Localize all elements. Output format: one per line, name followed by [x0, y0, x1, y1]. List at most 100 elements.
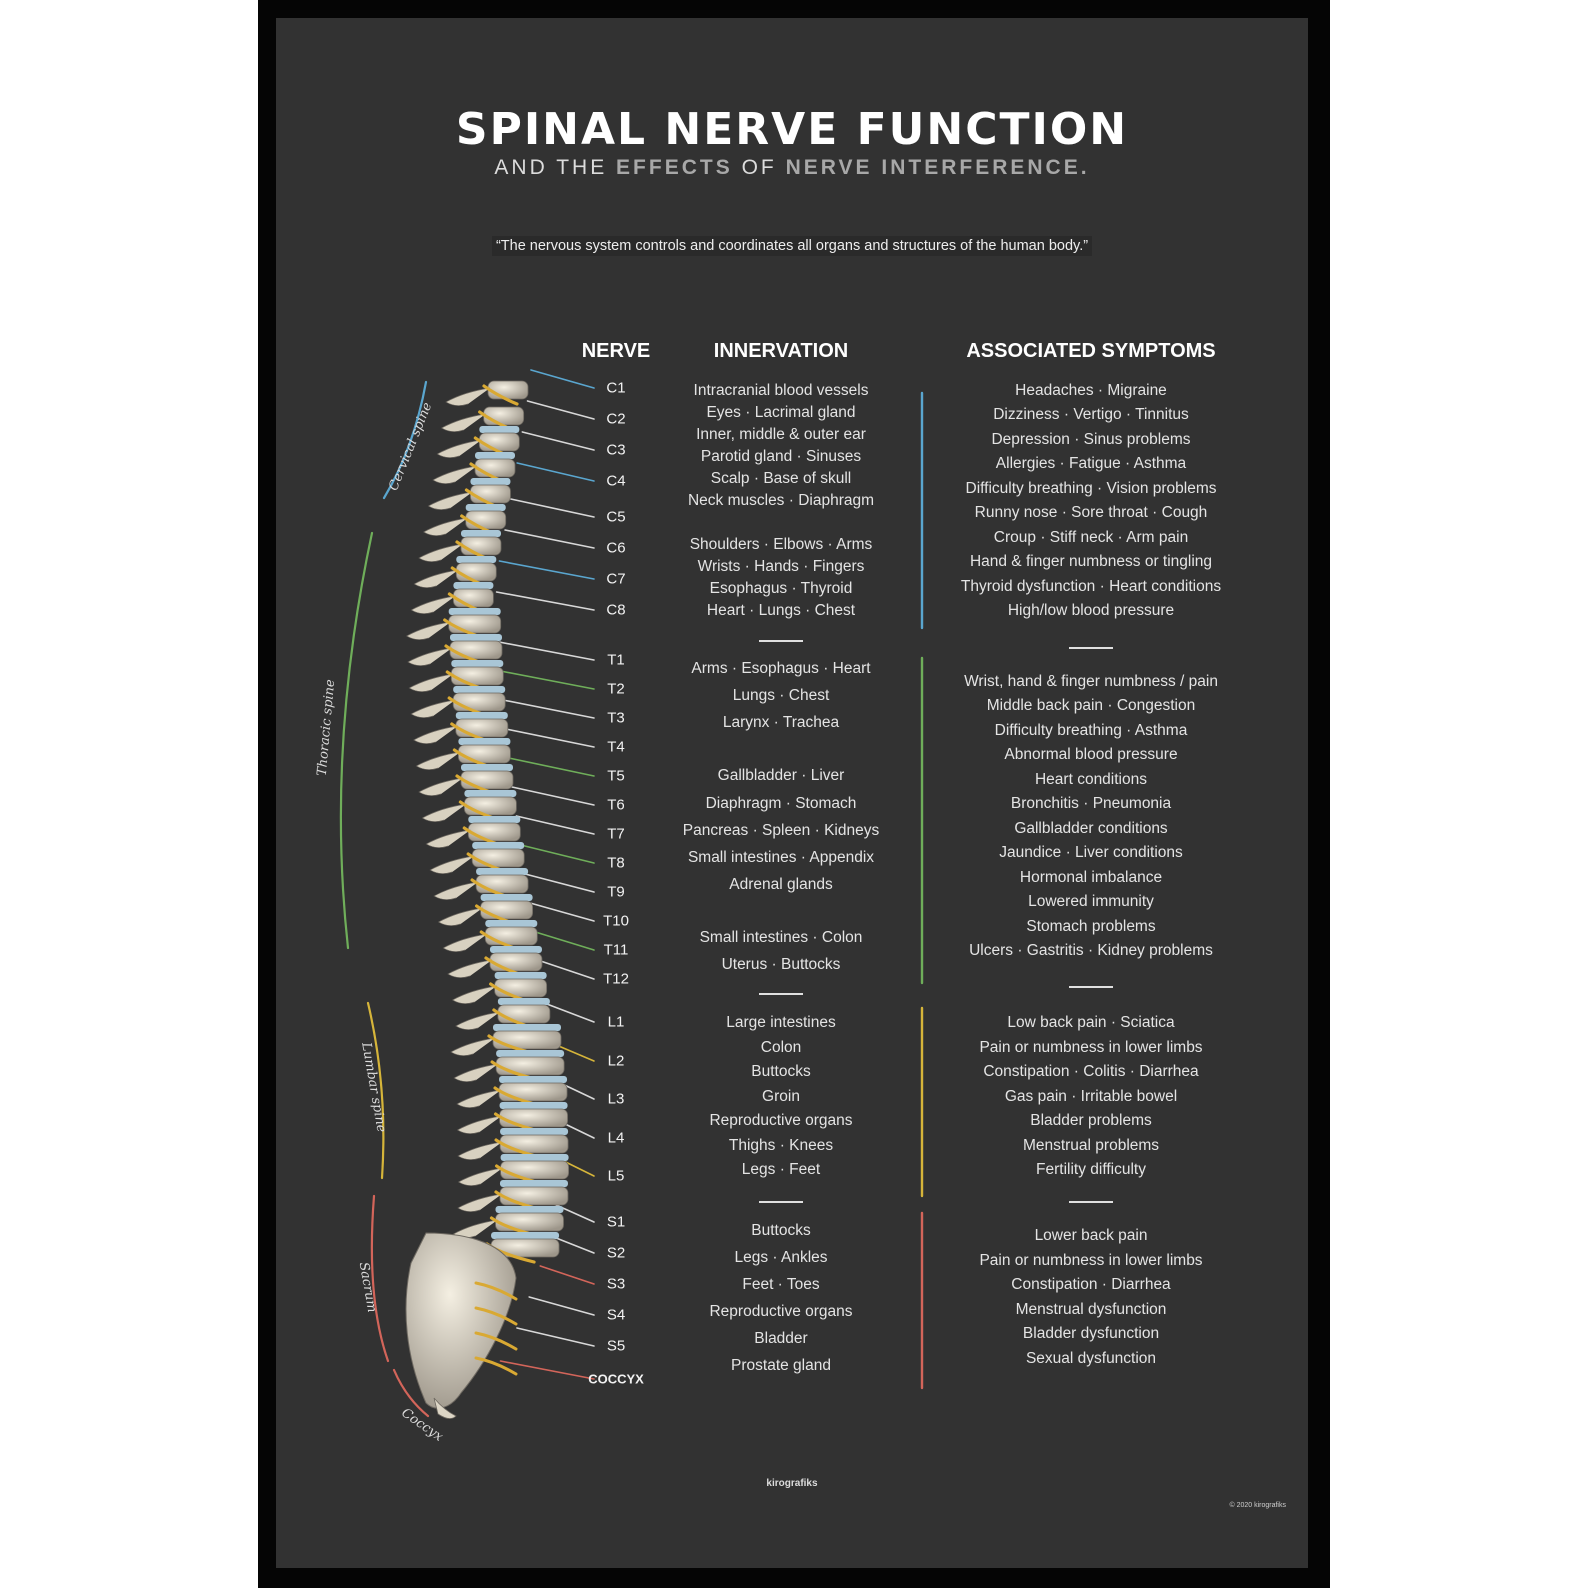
nerve-column-header: NERVE	[581, 340, 651, 362]
innervation-item: Small intestines · Colon	[699, 929, 863, 946]
nerve-label: C5	[606, 508, 626, 526]
subtitle-of: OF	[741, 156, 777, 179]
innervation-item: Adrenal glands	[729, 876, 833, 893]
nerve-lines	[495, 369, 595, 1380]
nerve-pointer-line	[498, 641, 595, 661]
innervation-item: Buttocks	[751, 1063, 811, 1080]
nerve-pointer-line	[519, 844, 595, 864]
nerve-label: C7	[606, 570, 626, 588]
region-label: Lumbar spine	[358, 1040, 389, 1133]
nerve-pointer-line	[504, 529, 595, 549]
spinous-process	[457, 1193, 503, 1212]
innervation-item: Legs · Ankles	[734, 1249, 828, 1266]
nerve-pointer-line	[529, 902, 595, 922]
quote: “The nervous system controls and coordin…	[276, 236, 1308, 256]
nerve-pointer-line	[498, 560, 595, 580]
vertebral-body	[474, 458, 516, 478]
copyright: © 2020 kirografiks	[1229, 1502, 1286, 1509]
nerve-label: T1	[607, 651, 625, 669]
innervation-item: Intracranial blood vessels	[693, 382, 869, 399]
symptom-divider	[1069, 647, 1113, 649]
spine-body	[405, 380, 570, 1419]
intervertebral-disc	[475, 452, 515, 459]
symptom-item: Runny nose · Sore throat · Cough	[974, 504, 1208, 521]
subtitle-end: NERVE INTERFERENCE.	[785, 156, 1090, 179]
vertebral-body	[494, 978, 548, 998]
vertebral-body	[478, 432, 520, 452]
spinous-process	[415, 751, 461, 770]
innervation-item: Reproductive organs	[709, 1112, 853, 1129]
sacral-nerve-root	[474, 1331, 518, 1351]
symptom-item: Ulcers · Gastritis · Kidney problems	[969, 942, 1213, 959]
region-label: Thoracic spine	[315, 678, 338, 776]
spinous-process	[413, 725, 458, 744]
vertebral-body	[499, 1108, 568, 1128]
symptom-item: Jaundice · Liver conditions	[999, 844, 1183, 861]
brand-logo: kirografiks	[766, 1478, 818, 1489]
innervation-item: Bladder	[754, 1330, 808, 1347]
intervertebral-disc	[485, 920, 538, 927]
nerve-pointer-line	[539, 960, 595, 980]
symptom-item: Hormonal imbalance	[1019, 869, 1163, 886]
nerve-label: S1	[606, 1213, 626, 1231]
nerve-label: T6	[607, 796, 625, 814]
vertebral-body	[450, 666, 504, 686]
poster-title: SPINAL NERVE FUNCTION	[455, 104, 1129, 155]
innervation-divider	[759, 993, 803, 995]
nerve-pointer-line	[515, 815, 595, 835]
symptom-item: Difficulty breathing · Vision problems	[965, 480, 1217, 497]
nerve-label: T7	[607, 825, 625, 843]
innervation-item: Shoulders · Elbows · Arms	[689, 536, 873, 553]
symptom-item: Pain or numbness in lower limbs	[979, 1039, 1203, 1056]
intervertebral-disc	[472, 842, 525, 849]
spinous-process	[455, 1011, 500, 1030]
nerve-label: L2	[607, 1052, 625, 1070]
vertebral-body	[448, 614, 502, 634]
nerve-pointer-line	[511, 786, 595, 806]
nerve-pointer-line	[528, 1296, 595, 1316]
spinous-process	[408, 673, 454, 692]
spinous-process	[452, 1219, 498, 1238]
vertebral-body	[495, 1056, 565, 1076]
nerve-pointer-line	[508, 757, 595, 777]
nerve-pointer-line	[534, 931, 595, 951]
symptoms-column-header: ASSOCIATED SYMPTOMS	[966, 340, 1216, 362]
nerve-label: T9	[607, 883, 625, 901]
vertebral-body	[455, 718, 509, 738]
vertebral-body	[460, 770, 514, 790]
intervertebral-disc	[491, 1232, 560, 1239]
vertebral-body	[457, 744, 511, 764]
innervation-item: Heart · Lungs · Chest	[706, 602, 856, 619]
innervation-item: Inner, middle & outer ear	[696, 426, 866, 443]
spinous-process	[405, 621, 451, 640]
symptom-item: Menstrual problems	[1022, 1137, 1160, 1154]
spinous-process	[429, 855, 475, 874]
nerve-label: T5	[607, 767, 625, 785]
nerve-pointer-line	[499, 670, 595, 690]
intervertebral-disc	[456, 556, 497, 563]
symptom-item: Lowered immunity	[1028, 893, 1154, 910]
nerve-pointer-line	[530, 369, 595, 389]
symptom-item: Dizziness · Vertigo · Tinnitus	[993, 406, 1189, 423]
intervertebral-disc	[470, 478, 511, 485]
intervertebral-disc	[495, 1206, 564, 1213]
region-arc	[392, 1368, 430, 1418]
vertebral-body	[483, 406, 525, 426]
nerve-pointer-line	[516, 462, 595, 482]
spinous-process	[456, 1089, 502, 1108]
symptom-item: Menstrual dysfunction	[1015, 1301, 1167, 1318]
intervertebral-disc	[496, 1050, 565, 1057]
vertebral-body	[449, 640, 503, 660]
symptom-item: Stomach problems	[1026, 918, 1156, 935]
spinous-process	[418, 777, 464, 796]
poster: SPINAL NERVE FUNCTION AND THE EFFECTS OF…	[276, 18, 1308, 1568]
spinous-process	[440, 413, 486, 432]
symptom-item: Sexual dysfunction	[1025, 1350, 1157, 1367]
innervation-item: Legs · Feet	[741, 1161, 821, 1178]
symptom-item: High/low blood pressure	[1007, 602, 1175, 619]
vertebral-body	[499, 1134, 569, 1154]
nerve-label: COCCYX	[588, 1371, 644, 1387]
innervation-item: Small intestines · Appendix	[687, 849, 875, 866]
spinous-process	[445, 387, 491, 406]
